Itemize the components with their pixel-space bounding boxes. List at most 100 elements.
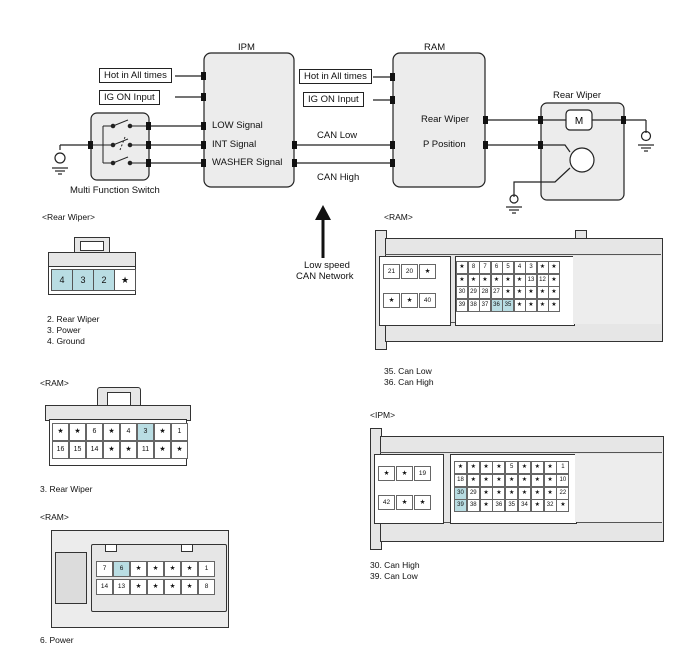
ram-input-hot: Hot in All times [299, 69, 372, 84]
connector-pin: 36 [490, 298, 503, 312]
ipm-input-ig: IG ON Input [99, 90, 160, 105]
connector-pin: 27 [490, 286, 503, 299]
ipm-module [203, 52, 295, 188]
connector-pin: ★ [530, 461, 544, 474]
connector-pin: ★ [466, 473, 480, 487]
connector-pin: 30 [456, 286, 468, 299]
rear-wiper-legend-2: 3. Power [47, 325, 81, 335]
connector-pin: ★ [52, 423, 69, 441]
ipm-big-connector-title: <IPM> [370, 410, 396, 420]
connector-pin: 40 [419, 293, 436, 308]
connector-pin: 37 [479, 298, 491, 312]
ram1-connector-title: <RAM> [40, 378, 69, 388]
ground-icon [506, 194, 522, 214]
ram-big-legend-1: 35. Can Low [384, 366, 432, 376]
connector-pin: ★ [414, 495, 431, 510]
connector-pin: 5 [502, 261, 514, 274]
connector-pin: ★ [103, 423, 120, 441]
connector-pin: ★ [171, 441, 188, 459]
connector-pin: 6 [86, 423, 103, 441]
connector-pin: 6 [113, 561, 130, 577]
connector-pin: ★ [530, 499, 544, 513]
connector-pin: 30 [454, 486, 467, 500]
rear-wiper-connector-title: <Rear Wiper> [42, 212, 95, 222]
connector-pin: 5 [505, 461, 519, 474]
rear-wiper-legend-1: 2. Rear Wiper [47, 314, 100, 324]
connector-pin: ★ [492, 486, 506, 500]
connector-pin: ★ [419, 264, 436, 279]
connector-pin: ★ [120, 441, 137, 459]
connector-pin: 32 [543, 499, 557, 513]
connector-pin: 1 [198, 561, 215, 577]
switch-contacts-icon [93, 119, 146, 166]
connector-pin: ★ [130, 579, 147, 595]
ground-icon [626, 119, 654, 152]
ground-icon [52, 144, 88, 175]
network-note-line2: CAN Network [296, 271, 354, 282]
connector-pin: ★ [479, 499, 493, 513]
connector-pin: ★ [548, 261, 560, 274]
connector-pin: 14 [86, 441, 103, 459]
can-high-label: CAN High [317, 172, 360, 183]
connector-pin: ★ [164, 561, 181, 577]
connector-pin: ★ [396, 495, 413, 510]
connector-pin: 21 [383, 264, 400, 279]
motor-symbol: M [575, 116, 583, 127]
connector-pin: ★ [490, 273, 503, 287]
connector-pin: ★ [181, 579, 198, 595]
ram-big-connector-title: <RAM> [384, 212, 413, 222]
connector-pin: ★ [479, 461, 493, 474]
connector-pin: 10 [556, 473, 570, 487]
connector-pin: 22 [556, 486, 570, 500]
ipm-big-legend-2: 39. Can Low [370, 571, 418, 581]
connector-pin: 35 [502, 298, 514, 312]
connector-pin: 4 [120, 423, 137, 441]
connector-pin: 18 [454, 473, 467, 487]
connector-pin: ★ [505, 486, 519, 500]
connector-pin: ★ [530, 473, 544, 487]
ram-title: RAM [424, 42, 446, 53]
connector-pin: ★ [518, 486, 531, 500]
connector-pin: ★ [103, 441, 120, 459]
ipm-pin-low: LOW Signal [212, 120, 263, 131]
connector-pin: ★ [548, 273, 560, 287]
connector-pin: 19 [414, 466, 431, 481]
connector-pin: ★ [467, 273, 480, 287]
connector-pin: 38 [466, 499, 480, 513]
ram-pin-rear-wiper: Rear Wiper [421, 114, 470, 125]
rear-wiper-pin-blank: ★ [114, 269, 136, 291]
connector-pin: 4 [513, 261, 526, 274]
connector-pin: ★ [492, 473, 506, 487]
connector-pin: ★ [479, 473, 493, 487]
connector-pin: 42 [378, 495, 395, 510]
rear-wiper-pin-2: 2 [93, 269, 115, 291]
connector-pin: 11 [137, 441, 154, 459]
ipm-big-legend-1: 30. Can High [370, 560, 420, 570]
connector-pin: 8 [467, 261, 480, 274]
connector-pin: ★ [69, 423, 86, 441]
connector-pin: 38 [467, 298, 480, 312]
connector-pin: 1 [556, 461, 570, 474]
connector-pin: 29 [466, 486, 480, 500]
connector-pin: ★ [147, 561, 164, 577]
connector-pin: ★ [454, 461, 467, 474]
rear-wiper-pin-4: 4 [51, 269, 73, 291]
rear-wiper-legend-3: 4. Ground [47, 336, 85, 346]
connector-pin: 36 [492, 499, 506, 513]
connector-pin: ★ [525, 286, 537, 299]
connector-pin: 6 [490, 261, 503, 274]
connector-pin: ★ [164, 579, 181, 595]
connector-pin: ★ [536, 298, 549, 312]
ipm-pin-int: INT Signal [212, 139, 257, 150]
connector-pin: ★ [556, 499, 570, 513]
connector-pin: 39 [454, 499, 467, 513]
ram-input-ig: IG ON Input [303, 92, 364, 107]
ram-big-legend-2: 36. Can High [384, 377, 434, 387]
network-note-line1: Low speed [304, 260, 350, 271]
connector-pin: ★ [536, 261, 549, 274]
mfs-label: Multi Function Switch [70, 185, 160, 196]
connector-pin: ★ [502, 273, 514, 287]
arrow-up-icon [315, 205, 331, 258]
connector-pin: ★ [456, 273, 468, 287]
connector-pin: ★ [513, 286, 526, 299]
